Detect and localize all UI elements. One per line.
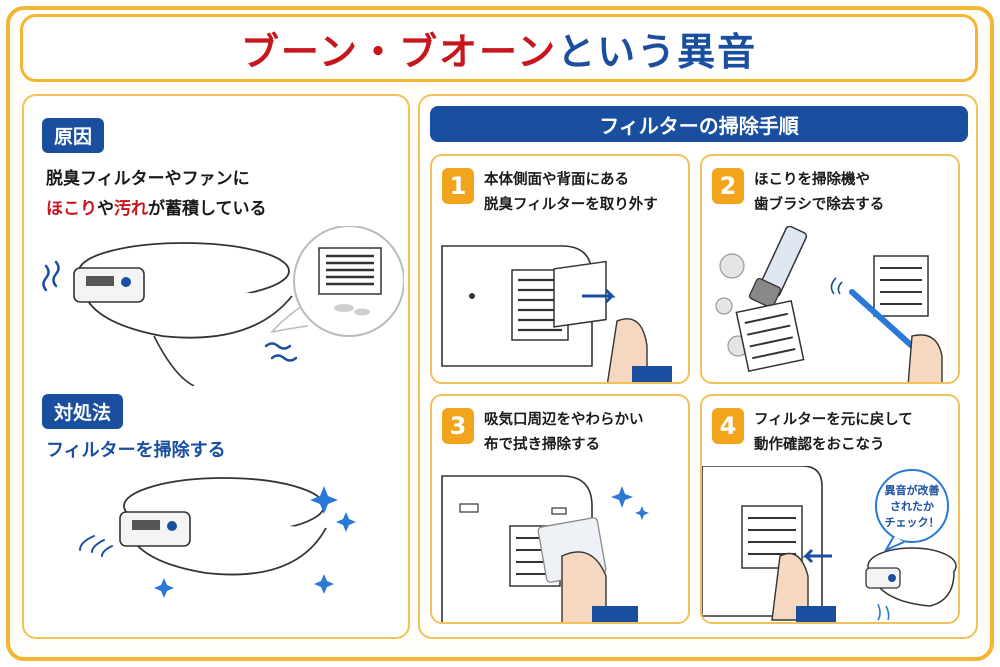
step-2-line-2: 歯ブラシで除去する	[754, 197, 885, 213]
fix-description: フィルターを掃除する	[46, 440, 226, 461]
step-2-card: 2 ほこりを掃除機や 歯ブラシで除去する	[700, 154, 960, 384]
step-1-card: 1 本体側面や背面にある 脱臭フィルターを取り外す	[430, 154, 690, 384]
step-3-line-2: 布で拭き掃除する	[484, 437, 600, 453]
step-2-text: ほこりを掃除機や 歯ブラシで除去する	[754, 168, 884, 218]
step-1-line-2: 脱臭フィルターを取り外す	[484, 197, 658, 213]
clean-toilet-illustration	[79, 477, 356, 598]
wipe-vent-illustration	[441, 475, 649, 622]
step-2-number: 2	[712, 168, 744, 204]
cause-dirt: 汚れ	[114, 199, 148, 219]
procedure-panel: フィルターの掃除手順 1 本体側面や背面にある 脱臭フィルターを取り外す 2 ほ…	[418, 94, 978, 639]
cause-line-1: 脱臭フィルターやファンに	[46, 169, 250, 189]
step-4-line-1: フィルターを元に戻して	[754, 412, 913, 428]
vacuum-brush-illustration	[715, 226, 943, 382]
bubble-line-2: されたか	[890, 500, 934, 513]
remove-filter-illustration	[441, 245, 672, 382]
reinstall-filter-illustration: 異音が改善 されたか チェック！	[702, 466, 957, 622]
bubble-line-3: チェック！	[885, 516, 940, 529]
step-1-text: 本体側面や背面にある 脱臭フィルターを取り外す	[484, 168, 658, 218]
step-4-card: 4 フィルターを元に戻して 動作確認をおこなう 異音が改善	[700, 394, 960, 624]
cause-dust: ほこり	[46, 199, 97, 219]
cause-line-2: ほこりや汚れが蓄積している	[46, 194, 267, 224]
bubble-line-1: 異音が改善	[885, 483, 940, 497]
step-1-number: 1	[442, 168, 474, 204]
cause-connector: や	[97, 199, 114, 219]
title-red-part: ブーン・ブオーン	[240, 29, 558, 74]
step-3-number: 3	[442, 408, 474, 444]
cause-tag: 原因	[42, 118, 105, 153]
step-4-number: 4	[712, 408, 744, 444]
step-4-line-2: 動作確認をおこなう	[754, 437, 885, 453]
cause-description: 脱臭フィルターやファンに ほこりや汚れが蓄積している	[46, 164, 267, 224]
noisy-toilet-illustration	[42, 226, 404, 386]
step-3-text: 吸気口周辺をやわらかい 布で拭き掃除する	[484, 408, 644, 458]
cause-panel: 原因 脱臭フィルターやファンに ほこりや汚れが蓄積している	[22, 94, 410, 639]
step-3-card: 3 吸気口周辺をやわらかい 布で拭き掃除する	[430, 394, 690, 624]
procedure-header: フィルターの掃除手順	[430, 106, 968, 142]
page-title: ブーン・ブオーンという異音	[20, 14, 978, 82]
cause-ending: が蓄積している	[148, 199, 267, 219]
fix-tag: 対処法	[42, 394, 124, 429]
step-3-line-1: 吸気口周辺をやわらかい	[484, 412, 644, 428]
step-4-text: フィルターを元に戻して 動作確認をおこなう	[754, 408, 913, 458]
step-2-line-1: ほこりを掃除機や	[754, 172, 870, 188]
step-1-line-1: 本体側面や背面にある	[484, 172, 629, 188]
title-blue-part: という異音	[557, 29, 758, 74]
